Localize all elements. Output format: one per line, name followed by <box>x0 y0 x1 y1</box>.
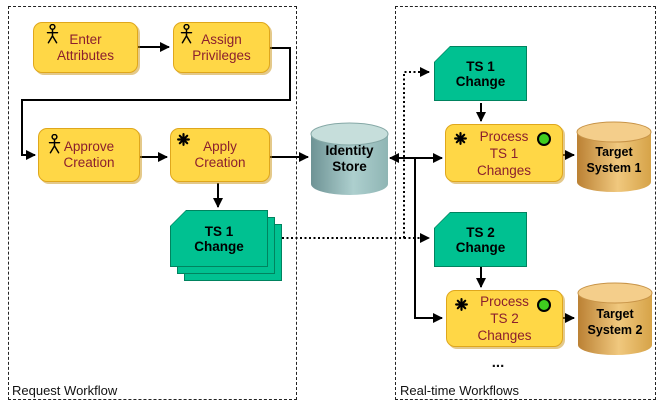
request-workflow-container <box>8 6 297 400</box>
person-icon <box>46 23 59 45</box>
task-process-ts1-changes: Process TS 1 Changes <box>445 124 563 182</box>
task-process-ts2-changes: Process TS 2 Changes <box>446 290 563 347</box>
event-label: TS 1 Change <box>194 223 244 254</box>
task-assign-privileges: Assign Privileges <box>173 22 270 73</box>
asterisk-icon <box>177 133 190 146</box>
status-dot-icon <box>537 132 551 146</box>
task-label: Process TS 1 Changes <box>476 128 532 178</box>
target-system-1-label: Target System 1 <box>586 145 642 175</box>
event-label: TS 2 Change <box>455 224 506 255</box>
request-workflow-label: Request Workflow <box>10 383 120 398</box>
task-enter-attributes: Enter Attributes <box>33 22 138 73</box>
person-icon <box>180 23 193 45</box>
status-dot-icon <box>537 298 551 312</box>
task-label: Process TS 2 Changes <box>477 294 532 343</box>
asterisk-icon <box>455 298 468 311</box>
event-label: TS 1 Change <box>455 58 506 89</box>
task-approve-creation: Approve Creation <box>38 128 140 182</box>
ts1-change-stack-card-front: TS 1 Change <box>170 210 268 267</box>
event-ts2-change: TS 2 Change <box>434 212 527 267</box>
realtime-workflows-label: Real-time Workflows <box>398 383 521 398</box>
more-workflows-ellipsis: ... <box>491 354 505 371</box>
identity-store-label: Identity Store <box>325 143 374 174</box>
target-system-2-label: Target System 2 <box>587 307 643 337</box>
realtime-workflows-container <box>395 6 656 400</box>
person-icon <box>48 133 61 155</box>
task-apply-creation: Apply Creation <box>170 128 270 182</box>
asterisk-icon <box>454 132 467 145</box>
event-ts1-change: TS 1 Change <box>434 46 527 101</box>
